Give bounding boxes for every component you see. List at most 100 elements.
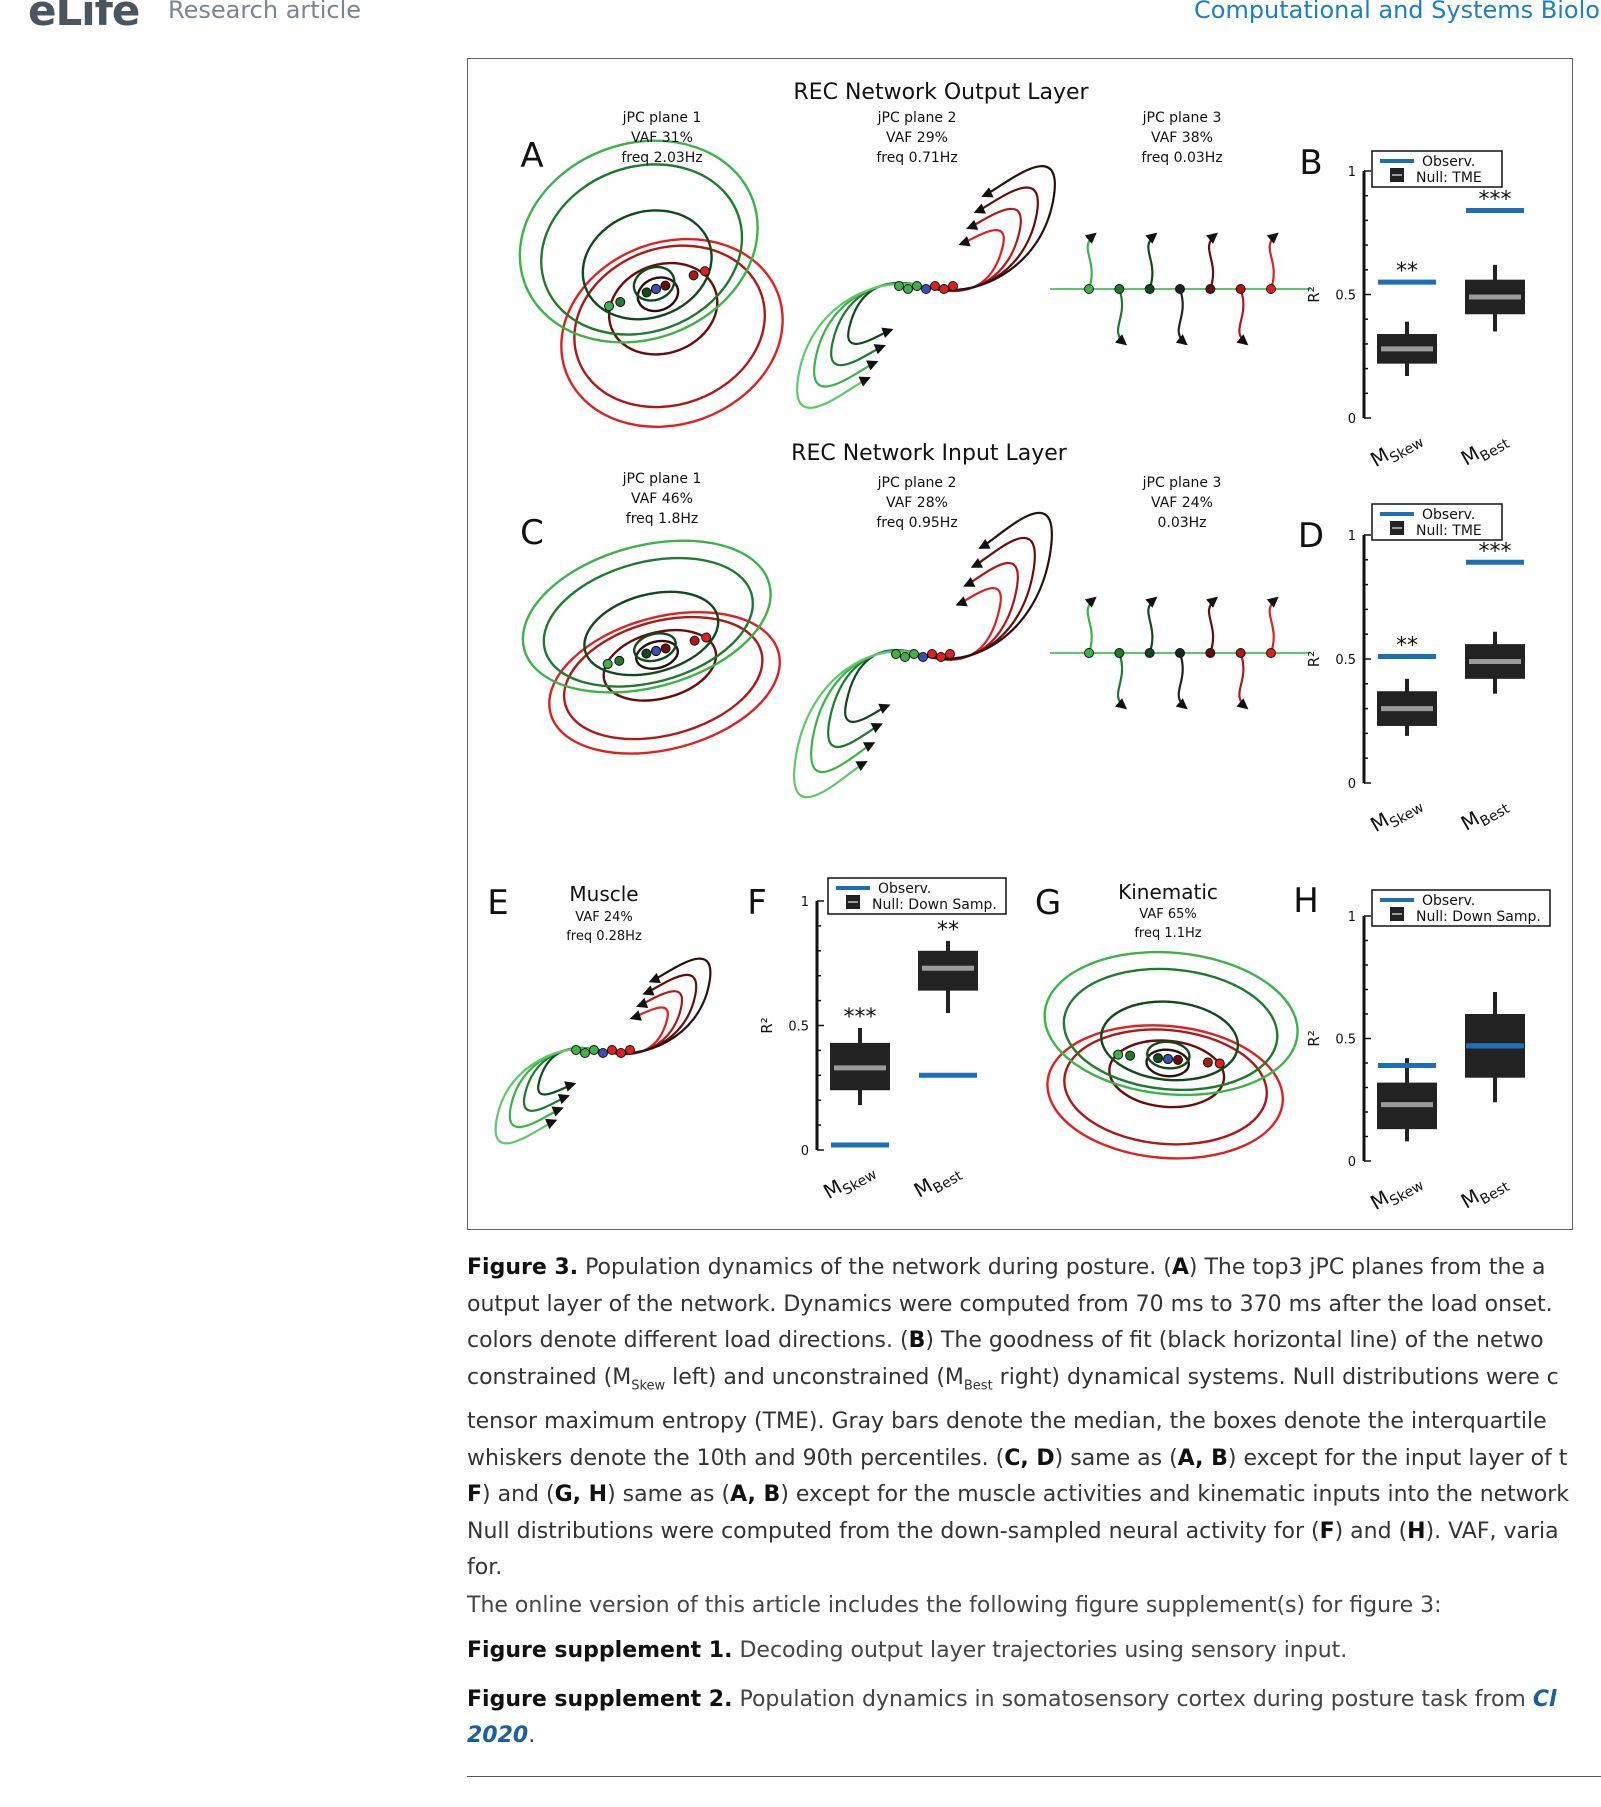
- trajectory-loop: [633, 632, 677, 663]
- caption-segment: left) and unconstrained (M: [665, 1364, 964, 1390]
- condition-start-dot: [625, 1045, 635, 1055]
- trajectory-curve: [1145, 232, 1158, 290]
- svg-text:jPC plane 3: jPC plane 3: [1142, 110, 1222, 126]
- input-plane-2-label: jPC plane 2 VAF 28% freq 0.95Hz: [876, 475, 957, 531]
- trajectory-loop: [635, 639, 679, 670]
- caption-segment: A, B: [730, 1482, 781, 1508]
- caption-segment: ) and (: [482, 1482, 555, 1508]
- x-category-subscript: Best: [1478, 801, 1513, 831]
- svg-text:freq 0.71Hz: freq 0.71Hz: [876, 150, 957, 166]
- chart-legend: Observ.Null: TME: [1371, 150, 1503, 188]
- svg-text:VAF 38%: VAF 38%: [1151, 130, 1213, 146]
- caption-segment: Null distributions were computed from th…: [467, 1518, 1320, 1544]
- trajectory-loop: [632, 265, 676, 302]
- panel-label-c: C: [520, 513, 544, 553]
- condition-start-dot: [1153, 1053, 1164, 1064]
- figure-caption: Figure 3. Population dynamics of the net…: [467, 1250, 1601, 1587]
- trajectory-loop: [562, 615, 764, 741]
- x-category-label: MSkew: [1366, 1167, 1427, 1218]
- figure-supplement-1[interactable]: Figure supplement 1. Decoding output lay…: [467, 1633, 1347, 1669]
- condition-start-dot: [921, 284, 931, 294]
- caption-segment: C, D: [1004, 1445, 1055, 1471]
- condition-start-dot: [1144, 284, 1155, 294]
- panel-label-e: E: [487, 883, 508, 923]
- svg-text:freq 1.8Hz: freq 1.8Hz: [626, 511, 698, 527]
- condition-start-dot: [1214, 1058, 1225, 1069]
- subject-category[interactable]: Computational and Systems Biolo: [1194, 0, 1600, 24]
- condition-start-dot: [1266, 284, 1276, 294]
- trajectory-curve: [1115, 652, 1128, 710]
- x-category-label: MSkew: [1366, 789, 1427, 840]
- trajectory-loop: [540, 163, 744, 336]
- supplement-2-citation[interactable]: Cl: [1532, 1687, 1557, 1712]
- condition-start-dot: [689, 635, 700, 646]
- svg-text:Muscle: Muscle: [569, 882, 638, 906]
- condition-start-dot: [701, 632, 712, 643]
- y-axis-label: R²: [1305, 286, 1323, 302]
- trajectory-curve: [813, 282, 927, 388]
- trajectory-loop: [1108, 1039, 1226, 1109]
- supplement-1-text: Decoding output layer trajectories using…: [732, 1638, 1348, 1663]
- figure-supplement-2[interactable]: Figure supplement 2. Population dynamics…: [467, 1682, 1557, 1754]
- x-category-label: MBest: [1457, 790, 1513, 839]
- trajectory-curve: [602, 990, 684, 1055]
- condition-start-dot: [598, 1048, 608, 1058]
- trajectory-curve: [508, 1047, 604, 1129]
- trajectory-curve: [1266, 232, 1279, 290]
- y-tick-label: 0: [1348, 412, 1356, 427]
- trajectory-curve: [1175, 652, 1188, 710]
- trajectory-loop: [560, 237, 784, 428]
- svg-text:freq 0.95Hz: freq 0.95Hz: [876, 515, 957, 531]
- caption-segment: A: [1171, 1255, 1189, 1280]
- y-tick-label: 0.5: [1335, 1033, 1356, 1048]
- svg-text:VAF 28%: VAF 28%: [886, 495, 948, 511]
- panel-label-h: H: [1293, 881, 1319, 921]
- caption-line: for.: [467, 1550, 1601, 1587]
- caption-segment: tensor maximum entropy (TME). Gray bars …: [467, 1409, 1547, 1435]
- caption-line: constrained (MSkew left) and unconstrain…: [467, 1360, 1601, 1405]
- trajectory-curve: [1236, 288, 1249, 346]
- x-category-label: MBest: [1457, 1168, 1513, 1217]
- condition-start-dot: [891, 649, 901, 659]
- trajectory-curve: [1145, 596, 1158, 654]
- caption-segment: constrained (M: [467, 1364, 632, 1390]
- legend-entry: Null: TME: [1416, 523, 1482, 539]
- caption-segment: ). VAF, varia: [1425, 1518, 1559, 1544]
- y-axis-label: R²: [1305, 1030, 1323, 1046]
- caption-segment: G, H: [554, 1482, 608, 1508]
- condition-start-dot: [1084, 284, 1094, 294]
- y-tick-label: 1: [1348, 910, 1356, 925]
- condition-start-dot: [939, 284, 949, 294]
- caption-segment: Population dynamics of the network durin…: [578, 1255, 1172, 1280]
- svg-text:Kinematic: Kinematic: [1118, 880, 1218, 904]
- input-layer-title: REC Network Input Layer: [791, 441, 1068, 466]
- trajectory-curve: [1175, 288, 1188, 346]
- x-category-subscript: Skew: [1387, 1177, 1427, 1209]
- legend-entry: Null: Down Samp.: [1416, 909, 1541, 925]
- trajectory-loop: [542, 556, 755, 688]
- x-category-subscript: Best: [931, 1168, 966, 1198]
- trajectory-plot-output-plane-2: [796, 165, 1056, 409]
- chart-legend: Observ.Null: Down Samp.: [827, 877, 1007, 915]
- caption-line: output layer of the network. Dynamics we…: [467, 1287, 1601, 1324]
- panel-label-a: A: [520, 136, 543, 176]
- caption-line: tensor maximum entropy (TME). Gray bars …: [467, 1404, 1601, 1441]
- svg-text:jPC plane 1: jPC plane 1: [622, 471, 702, 487]
- trajectory-curve: [602, 973, 698, 1055]
- svg-text:VAF 31%: VAF 31%: [631, 130, 693, 146]
- trajectory-loop: [548, 610, 781, 755]
- legend-entry: Observ.: [1422, 507, 1475, 523]
- caption-segment: ) same as (: [607, 1482, 731, 1508]
- caption-line: F) and (G, H) same as (A, B) except for …: [467, 1477, 1601, 1514]
- supplement-2-citation-year[interactable]: 2020: [467, 1723, 529, 1748]
- svg-text:jPC plane 1: jPC plane 1: [622, 110, 702, 126]
- caption-segment: output layer of the network. Dynamics we…: [467, 1291, 1553, 1317]
- input-plane-3-label: jPC plane 3 VAF 24% 0.03Hz: [1142, 475, 1222, 531]
- condition-start-dot: [699, 266, 710, 277]
- condition-start-dot: [615, 296, 626, 307]
- svg-text:0.03Hz: 0.03Hz: [1157, 515, 1206, 531]
